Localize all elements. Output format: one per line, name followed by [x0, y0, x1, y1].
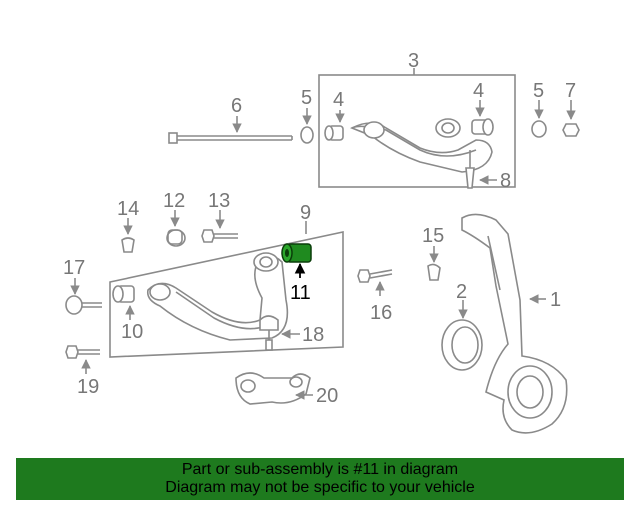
banner-line-1: Part or sub-assembly is #11 in diagram	[181, 461, 459, 478]
info-banner: Part or sub-assembly is #11 in diagram D…	[16, 458, 624, 500]
bracket-20[interactable]	[235, 372, 311, 405]
callout-6: 6	[231, 95, 242, 117]
callout-14: 14	[117, 198, 139, 220]
upper-arm-box	[318, 74, 516, 188]
callout-12: 12	[163, 190, 185, 212]
lower-arm-box	[109, 231, 344, 358]
bolt-19[interactable]	[65, 345, 100, 359]
callout-8: 8	[500, 170, 511, 192]
seal-2[interactable]	[441, 319, 483, 371]
cam-12[interactable]	[166, 229, 186, 247]
bushing-4-left[interactable]	[324, 125, 344, 141]
callout-5b: 5	[533, 80, 544, 102]
washer-5-left[interactable]	[300, 126, 314, 144]
lower-control-arm[interactable]	[146, 252, 289, 341]
callout-2: 2	[456, 281, 467, 303]
callout-7: 7	[565, 80, 576, 102]
callout-17: 17	[63, 257, 85, 279]
ball-joint-18[interactable]	[259, 315, 279, 351]
callout-19: 19	[77, 376, 99, 398]
banner-line-2: Diagram may not be specific to your vehi…	[165, 479, 475, 496]
callout-1: 1	[550, 289, 561, 311]
washer-5-right[interactable]	[531, 120, 547, 138]
callout-11: 11	[290, 282, 311, 304]
callout-16: 16	[370, 302, 392, 324]
nut-14[interactable]	[121, 237, 135, 253]
callout-4a: 4	[333, 89, 344, 111]
callout-9: 9	[300, 202, 311, 224]
clip-15[interactable]	[427, 263, 441, 281]
bolt-13[interactable]	[201, 229, 238, 243]
callout-20: 20	[316, 385, 338, 407]
suspension-parts-diagram: 3 4 4 8	[63, 50, 580, 434]
callout-18: 18	[302, 324, 324, 346]
nut-7[interactable]	[562, 123, 580, 137]
bolt-17[interactable]	[65, 295, 102, 315]
callout-4b: 4	[473, 80, 484, 102]
bushing-11-highlighted[interactable]	[281, 243, 312, 263]
callout-15: 15	[422, 225, 444, 247]
steering-knuckle-1[interactable]	[461, 213, 568, 434]
bolt-6[interactable]	[168, 132, 293, 144]
bolt-16[interactable]	[357, 269, 393, 283]
callout-3: 3	[408, 50, 419, 72]
upper-control-arm[interactable]	[350, 118, 493, 189]
bushing-10[interactable]	[112, 285, 135, 303]
callout-10: 10	[121, 321, 143, 343]
callout-13: 13	[208, 190, 230, 212]
bushing-4-right[interactable]	[471, 118, 494, 136]
callout-5a: 5	[301, 87, 312, 109]
